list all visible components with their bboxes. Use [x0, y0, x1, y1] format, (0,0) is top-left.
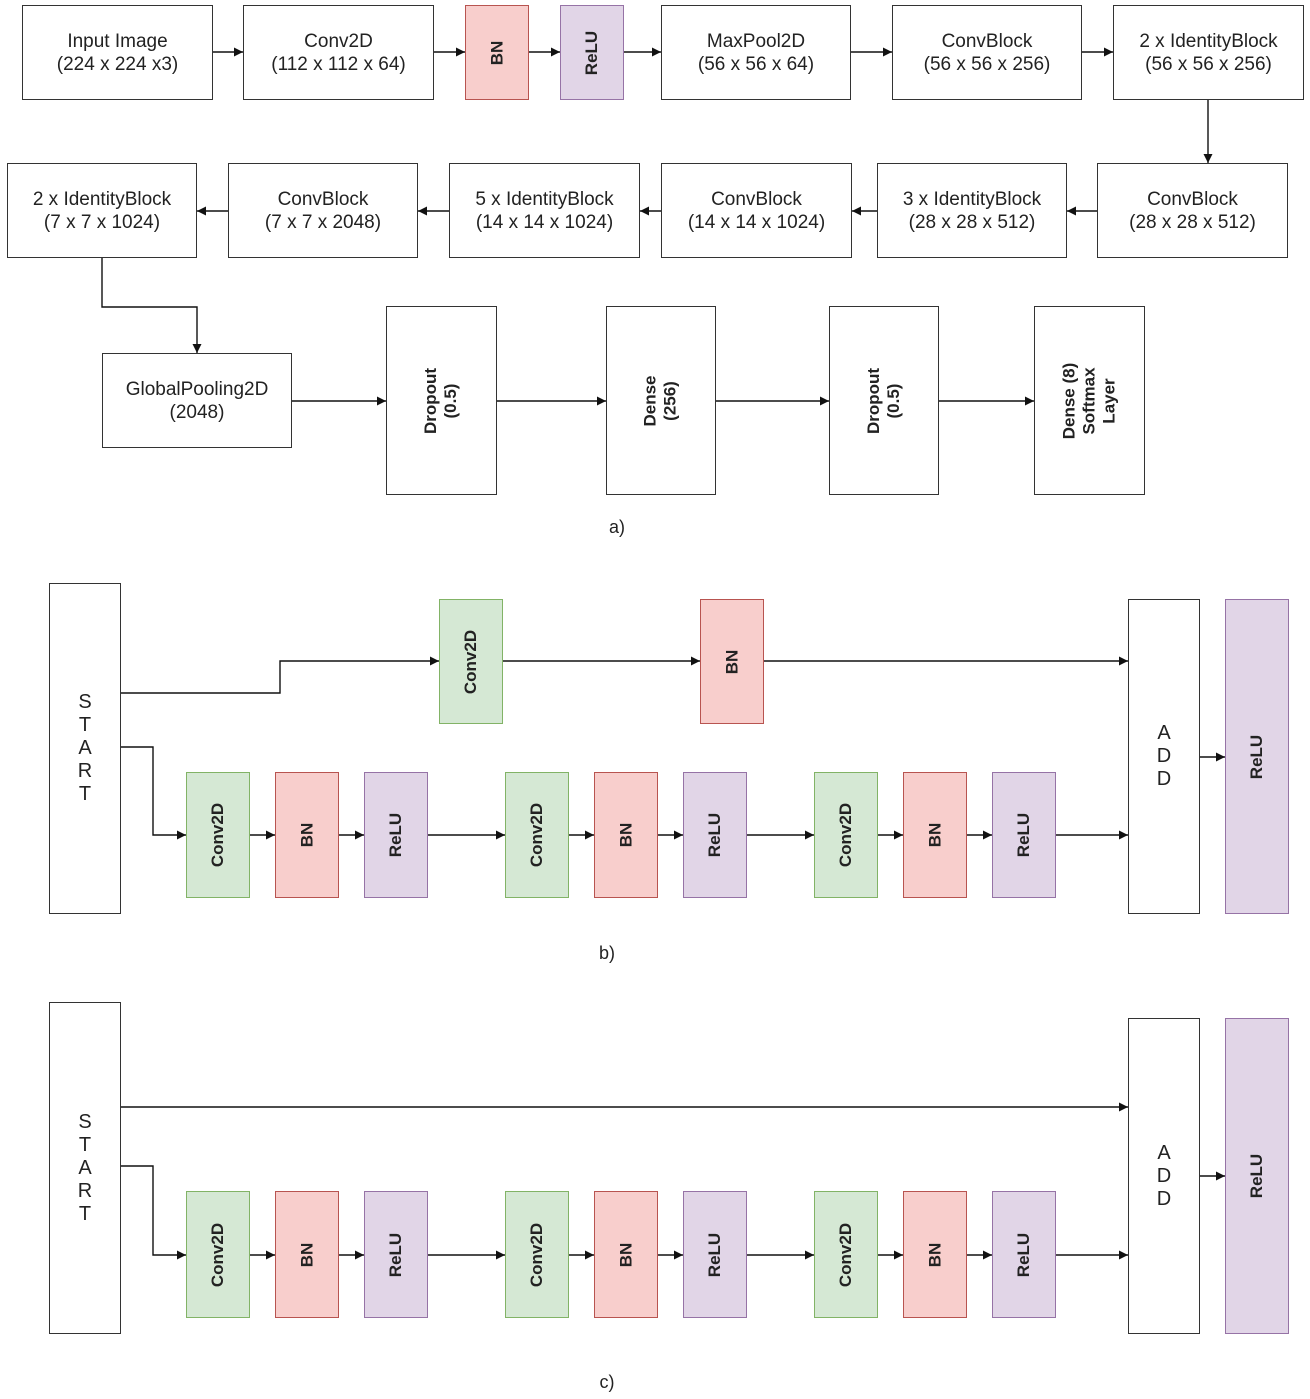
shortcut-conv2d-node: Conv2D — [439, 599, 503, 724]
relu-label: ReLU — [1014, 1232, 1033, 1277]
identityblock-4-label: 2 x IdentityBlock (7 x 7 x 1024) — [32, 188, 172, 233]
bn-label: BN — [925, 822, 944, 848]
dropout-2-node: Dropout (0.5) — [829, 306, 939, 495]
relu-node-b1: ReLU — [364, 772, 428, 898]
conv2d-label: Conv2D — [208, 1222, 228, 1287]
convblock-3-node: ConvBlock (14 x 14 x 1024) — [661, 163, 852, 258]
shortcut-conv2d-label: Conv2D — [461, 629, 481, 694]
conv2d-node-b3: Conv2D — [814, 772, 878, 898]
shortcut-bn-node: BN — [700, 599, 764, 724]
dropout-2-label: Dropout (0.5) — [864, 367, 903, 434]
maxpool-node: MaxPool2D (56 x 56 x 64) — [661, 5, 851, 100]
relu-node-b2: ReLU — [683, 772, 747, 898]
bn-label: BN — [297, 1242, 316, 1267]
relu-label: ReLU — [386, 1232, 405, 1277]
caption-a: a) — [608, 517, 625, 537]
input-image-node: Input Image (224 x 224 x3) — [22, 5, 213, 100]
bn-node-c3: BN — [903, 1191, 967, 1318]
output-relu-node-b: ReLU — [1225, 599, 1289, 914]
relu-label: ReLU — [705, 1232, 724, 1277]
bn-label: BN — [297, 822, 316, 848]
relu-node-c1: ReLU — [364, 1191, 428, 1318]
dense-256-node: Dense (256) — [606, 306, 716, 495]
relu-label: ReLU — [582, 30, 601, 75]
bn-node-b1: BN — [275, 772, 339, 898]
relu-node-c3: ReLU — [992, 1191, 1056, 1318]
bn-label: BN — [925, 1242, 944, 1267]
edge — [121, 656, 439, 694]
convblock-4-node: ConvBlock (7 x 7 x 2048) — [228, 163, 418, 258]
conv2d-node: Conv2D (112 x 112 x 64) — [243, 5, 434, 100]
start-node-b: S T A R T — [49, 583, 121, 914]
convblock-1-node: ConvBlock (56 x 56 x 256) — [892, 5, 1082, 100]
start-label-b: S T A R T — [77, 691, 93, 805]
identityblock-1-node: 2 x IdentityBlock (56 x 56 x 256) — [1113, 5, 1304, 100]
conv2d-node-c1: Conv2D — [186, 1191, 250, 1318]
dense-256-label: Dense (256) — [641, 374, 680, 427]
convblock-2-node: ConvBlock (28 x 28 x 512) — [1097, 163, 1288, 258]
convblock-1-label: ConvBlock (56 x 56 x 256) — [923, 30, 1051, 75]
shortcut-bn-label: BN — [722, 649, 741, 674]
input-image-label: Input Image (224 x 224 x3) — [56, 30, 179, 75]
convblock-3-label: ConvBlock (14 x 14 x 1024) — [687, 188, 826, 233]
conv2d-label: Conv2D — [836, 1222, 856, 1287]
conv2d-label: Conv2D (112 x 112 x 64) — [271, 30, 406, 75]
identityblock-2-node: 3 x IdentityBlock (28 x 28 x 512) — [877, 163, 1067, 258]
convblock-4-label: ConvBlock (7 x 7 x 2048) — [264, 188, 382, 233]
output-relu-node-c: ReLU — [1225, 1018, 1289, 1334]
bn-label: BN — [616, 1242, 635, 1267]
conv2d-node-c3: Conv2D — [814, 1191, 878, 1318]
globalpooling-label: GlobalPooling2D (2048) — [125, 378, 269, 423]
caption-b: b) — [598, 943, 615, 963]
add-label-c: A D D — [1156, 1141, 1172, 1210]
bn-node-b2: BN — [594, 772, 658, 898]
bn-label: BN — [616, 822, 635, 848]
relu-node-c2: ReLU — [683, 1191, 747, 1318]
bn-label: BN — [487, 40, 506, 65]
identityblock-2-label: 3 x IdentityBlock (28 x 28 x 512) — [902, 188, 1042, 233]
dropout-1-node: Dropout (0.5) — [386, 306, 497, 495]
add-node-b: A D D — [1128, 599, 1200, 914]
conv2d-label: Conv2D — [836, 802, 856, 868]
edge — [121, 1165, 186, 1260]
convblock-2-label: ConvBlock (28 x 28 x 512) — [1129, 188, 1256, 233]
add-label-b: A D D — [1156, 722, 1172, 790]
add-node-c: A D D — [1128, 1018, 1200, 1334]
relu-node: ReLU — [560, 5, 624, 100]
bn-node-c2: BN — [594, 1191, 658, 1318]
bn-node-c1: BN — [275, 1191, 339, 1318]
conv2d-node-b1: Conv2D — [186, 772, 250, 898]
globalpooling-node: GlobalPooling2D (2048) — [102, 353, 292, 448]
conv2d-node-b2: Conv2D — [505, 772, 569, 898]
conv2d-label: Conv2D — [208, 802, 228, 868]
identityblock-1-label: 2 x IdentityBlock (56 x 56 x 256) — [1139, 30, 1278, 75]
maxpool-label: MaxPool2D (56 x 56 x 64) — [697, 30, 815, 75]
relu-label: ReLU — [1014, 812, 1033, 858]
relu-node-b3: ReLU — [992, 772, 1056, 898]
dense-softmax-node: Dense (8) Softmax Layer — [1034, 306, 1145, 495]
output-relu-label-c: ReLU — [1247, 1153, 1266, 1199]
start-node-c: S T A R T — [49, 1002, 121, 1334]
conv2d-label: Conv2D — [527, 802, 547, 868]
relu-label: ReLU — [386, 812, 405, 858]
bn-node-b3: BN — [903, 772, 967, 898]
edge — [101, 258, 202, 353]
caption-c: c) — [599, 1372, 615, 1392]
conv2d-label: Conv2D — [527, 1222, 547, 1287]
dense-softmax-label: Dense (8) Softmax Layer — [1059, 362, 1119, 439]
conv2d-node-c2: Conv2D — [505, 1191, 569, 1318]
identityblock-3-label: 5 x IdentityBlock (14 x 14 x 1024) — [475, 188, 614, 233]
identityblock-3-node: 5 x IdentityBlock (14 x 14 x 1024) — [449, 163, 640, 258]
start-label-c: S T A R T — [77, 1110, 93, 1225]
dropout-1-label: Dropout (0.5) — [421, 367, 461, 434]
bn-node: BN — [465, 5, 529, 100]
output-relu-label-b: ReLU — [1247, 734, 1266, 779]
edge — [121, 746, 186, 840]
identityblock-4-node: 2 x IdentityBlock (7 x 7 x 1024) — [7, 163, 197, 258]
relu-label: ReLU — [705, 812, 724, 858]
